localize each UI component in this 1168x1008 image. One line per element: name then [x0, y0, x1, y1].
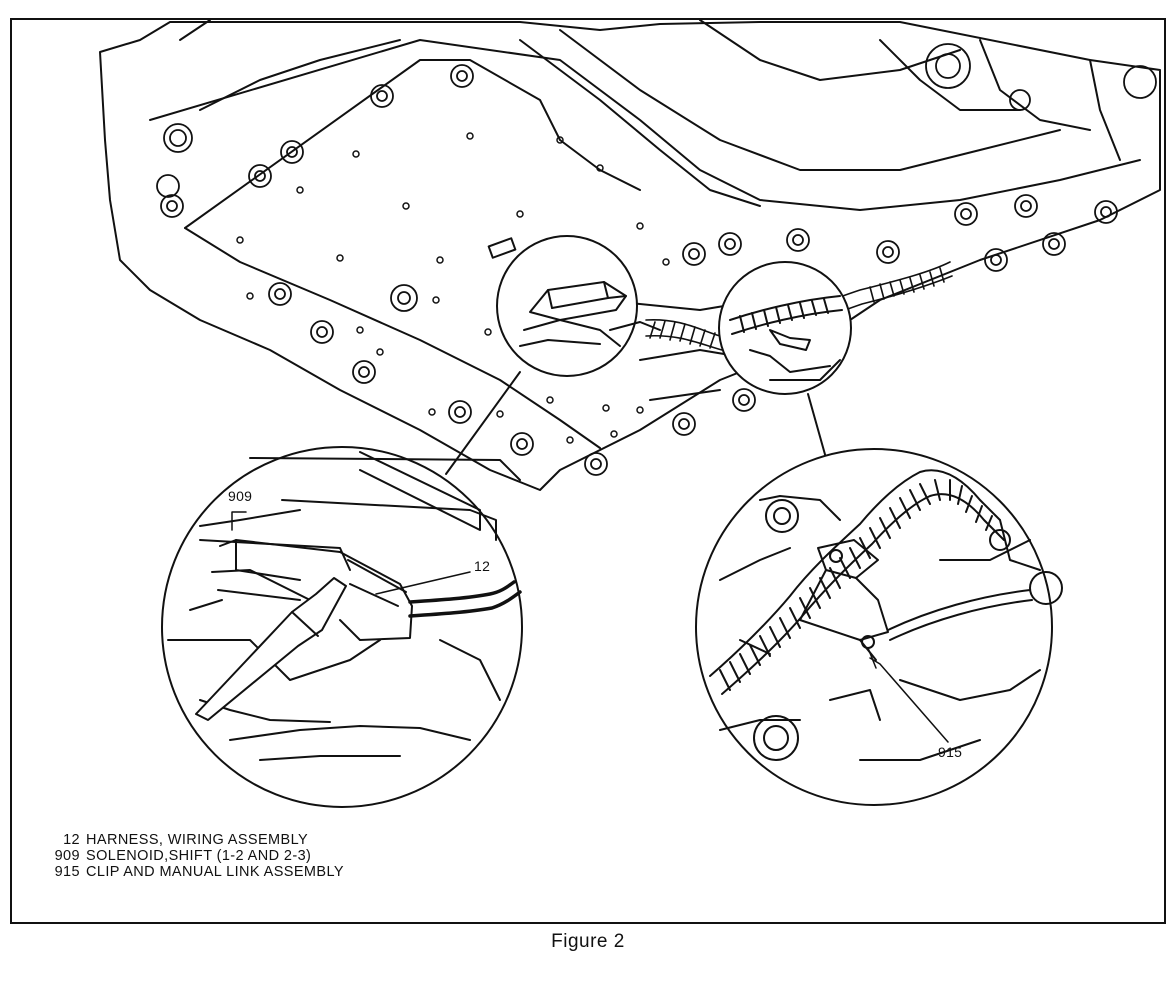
legend-part-number: 12 — [63, 832, 80, 848]
legend-part-description: SOLENOID,SHIFT (1-2 AND 2-3) — [86, 848, 312, 864]
legend-part-description: HARNESS, WIRING ASSEMBLY — [86, 832, 309, 848]
valve-body-case — [99, 19, 1161, 491]
legend-row: 915 CLIP AND MANUAL LINK ASSEMBLY — [48, 864, 344, 880]
harness-callout-line — [375, 571, 471, 595]
callout-harness: 12 — [474, 558, 491, 574]
figure-caption: Figure 2 — [551, 931, 625, 952]
upper-clip-inset — [718, 261, 852, 395]
callout-clip: 915 — [938, 744, 963, 760]
legend-part-number: 915 — [54, 864, 80, 880]
case-bolts — [156, 43, 1157, 476]
solenoid-detail-circle — [161, 446, 523, 808]
legend-part-description: CLIP AND MANUAL LINK ASSEMBLY — [86, 864, 344, 880]
upper-solenoid-inset — [496, 235, 661, 377]
clip-detail-circle — [695, 448, 1063, 806]
clip-leader-line — [807, 393, 827, 459]
solenoid-callout-line — [231, 511, 247, 531]
parts-legend: 12 HARNESS, WIRING ASSEMBLY 909 SOLENOID… — [48, 832, 344, 880]
callout-solenoid: 909 — [228, 488, 253, 504]
plate-holes — [236, 132, 670, 444]
legend-part-number: 909 — [54, 848, 80, 864]
legend-row: 12 HARNESS, WIRING ASSEMBLY — [48, 832, 344, 848]
solenoid-leader-line — [445, 371, 521, 475]
legend-row: 909 SOLENOID,SHIFT (1-2 AND 2-3) — [48, 848, 344, 864]
